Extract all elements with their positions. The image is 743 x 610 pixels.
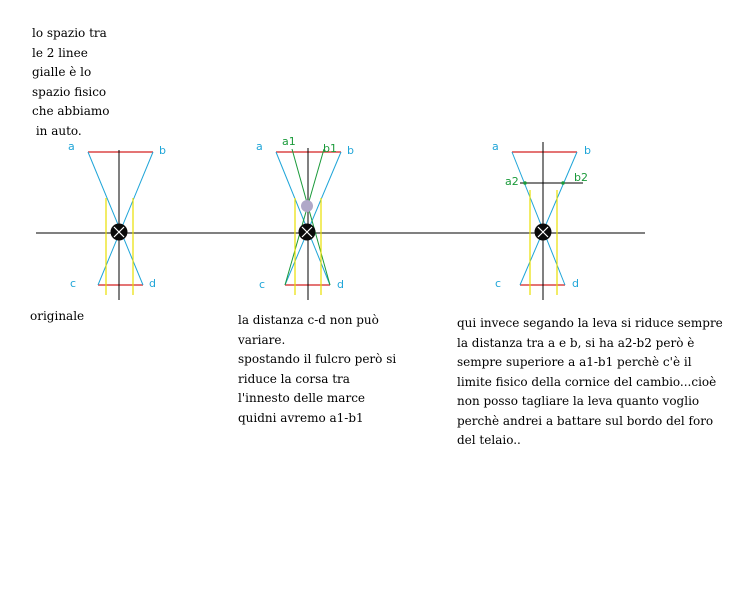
label-b: b xyxy=(347,144,354,157)
intro-line: gialle è lo xyxy=(32,65,92,79)
right-line: sempre superiore a a1-b1 perchè c'è il xyxy=(457,355,692,369)
label-a2: a2 xyxy=(505,175,519,188)
intro-note: lo spazio tra le 2 linee gialle è lo spa… xyxy=(32,24,109,141)
label-d: d xyxy=(337,278,344,291)
label-b2: b2 xyxy=(574,171,588,184)
a2-point xyxy=(523,181,527,185)
right-line: del telaio.. xyxy=(457,433,521,447)
label-b: b xyxy=(159,144,166,157)
intro-line: in auto. xyxy=(32,123,82,138)
middle-line: l'innesto delle marce xyxy=(238,391,366,405)
label-d: d xyxy=(149,277,156,290)
label-d: d xyxy=(572,277,579,290)
original-line: originale xyxy=(30,309,85,323)
label-a: a xyxy=(492,140,499,153)
label-b1: b1 xyxy=(323,142,337,155)
green-lever-left xyxy=(291,148,331,286)
middle-line: riduce la corsa tra xyxy=(238,371,350,386)
original-caption: originale xyxy=(30,307,84,327)
intro-line: lo spazio tra xyxy=(32,26,107,40)
label-c: c xyxy=(259,278,265,291)
diagram-original: a b c d xyxy=(68,140,166,300)
blue-lever-left xyxy=(511,151,566,286)
middle-line: quidni avremo a1-b1 xyxy=(238,410,364,425)
middle-line: spostando il fulcro però si xyxy=(238,352,397,366)
diagram-moved-fulcrum: a a1 b1 b c d xyxy=(256,135,354,300)
right-line: non posso tagliare la leva quanto voglio xyxy=(457,394,700,408)
middle-caption: la distanza c-d non può variare. spostan… xyxy=(238,311,396,428)
label-a1: a1 xyxy=(282,135,296,148)
label-a: a xyxy=(68,140,75,153)
blue-lever-left xyxy=(275,151,331,286)
green-lever-right xyxy=(284,148,325,286)
blue-lever-right xyxy=(519,151,578,286)
right-line: qui invece segando la leva si riduce sem… xyxy=(457,316,723,330)
label-c: c xyxy=(70,277,76,290)
blue-lever-right xyxy=(284,151,342,286)
blue-lever-right xyxy=(97,151,154,286)
fulcrum-cross-icon xyxy=(537,226,549,238)
fulcrum-cross-icon xyxy=(301,226,313,238)
right-line: la distanza tra a e b, si ha a2-b2 però … xyxy=(457,335,695,350)
blue-lever-left xyxy=(87,151,144,286)
fulcrum-cross-icon xyxy=(113,226,125,238)
middle-line: variare. xyxy=(238,332,286,347)
diagram-cut-lever: a b a2 b2 c d xyxy=(492,140,591,300)
right-caption: qui invece segando la leva si riduce sem… xyxy=(457,314,723,451)
intro-line: che abbiamo xyxy=(32,104,110,118)
right-line: limite fisico della cornice del cambio..… xyxy=(457,374,717,389)
ghost-fulcrum xyxy=(301,200,313,212)
b2-point xyxy=(561,181,565,185)
intro-line: spazio fisico xyxy=(32,84,107,99)
right-line: perchè andrei a battare sul bordo del fo… xyxy=(457,413,714,428)
intro-line: le 2 linee xyxy=(32,45,88,60)
middle-line: la distanza c-d non può xyxy=(238,313,379,327)
label-a: a xyxy=(256,140,263,153)
label-c: c xyxy=(495,277,501,290)
label-b: b xyxy=(584,144,591,157)
